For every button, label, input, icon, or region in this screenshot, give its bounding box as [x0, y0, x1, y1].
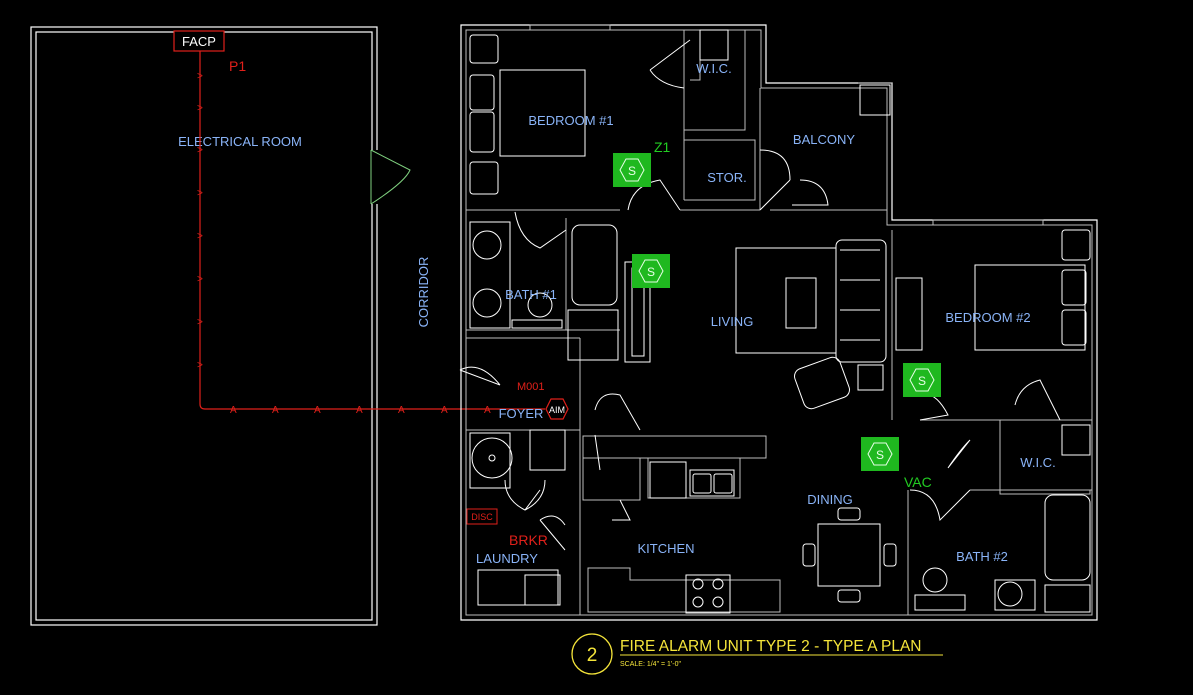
wire-marker: >	[197, 317, 203, 328]
wire-marker: A	[314, 405, 321, 416]
plan-scale: SCALE: 1/4" = 1'-0"	[620, 661, 681, 668]
smoke-detector: S	[613, 153, 651, 187]
electrical-room-label: ELECTRICAL ROOM	[178, 134, 302, 149]
corridor-label: CORRIDOR	[416, 257, 431, 328]
aim-module: AIM	[545, 398, 569, 420]
wire-marker: A	[398, 405, 405, 416]
room-labels: BEDROOM #1 W.I.C. BALCONY STOR. BATH #1 …	[476, 61, 1056, 566]
plan-number: 2	[587, 645, 598, 666]
disc-device: DISC	[466, 508, 498, 525]
smoke-detector-symbol: S	[918, 374, 926, 388]
fixtures	[469, 29, 1091, 614]
door-swings	[459, 39, 1061, 551]
disc-label: DISC	[471, 512, 493, 522]
wire-marker: A	[356, 405, 363, 416]
living-label: LIVING	[711, 314, 754, 329]
smoke-detector: S	[632, 254, 670, 288]
circuit-label: P1	[229, 58, 246, 74]
balcony-label: BALCONY	[793, 132, 855, 147]
wire-marker: >	[197, 103, 203, 114]
windows	[529, 24, 1091, 495]
title-block: 2 FIRE ALARM UNIT TYPE 2 - TYPE A PLAN S…	[571, 633, 943, 675]
wire-marker: >	[197, 274, 203, 285]
aim-label: AIM	[549, 405, 565, 415]
bedroom2-label: BEDROOM #2	[945, 310, 1030, 325]
facp-label: FACP	[182, 34, 216, 49]
foyer-label: FOYER	[499, 406, 544, 421]
wire-marker: A	[272, 405, 279, 416]
brkr-label: BRKR	[509, 532, 548, 548]
wire-marker: A	[230, 405, 237, 416]
wire-marker: >	[197, 360, 203, 371]
facp-panel: FACP	[173, 30, 225, 52]
stor-label: STOR.	[707, 170, 747, 185]
wic2-label: W.I.C.	[1020, 455, 1055, 470]
bath1-label: BATH #1	[505, 287, 557, 302]
wire-marker: >	[197, 71, 203, 82]
plan-title: FIRE ALARM UNIT TYPE 2 - TYPE A PLAN	[620, 638, 922, 655]
module-tag: M001	[517, 381, 545, 393]
zone-label: Z1	[654, 139, 671, 155]
wire-marker: A	[441, 405, 448, 416]
bedroom1-label: BEDROOM #1	[528, 113, 613, 128]
vac-label: VAC	[904, 474, 932, 490]
smoke-detector: S	[903, 363, 941, 397]
wic1-label: W.I.C.	[696, 61, 731, 76]
wire-marker: >	[197, 188, 203, 199]
laundry-label: LAUNDRY	[476, 551, 538, 566]
smoke-detector: S	[861, 437, 899, 471]
wire-marker: >	[197, 231, 203, 242]
smoke-detector-symbol: S	[647, 265, 655, 279]
wire-marker: A	[484, 405, 491, 416]
unit-walls	[460, 24, 1098, 621]
wire-marker: >	[197, 145, 203, 156]
dining-label: DINING	[807, 492, 853, 507]
alarm-circuit-wiring	[199, 51, 545, 410]
smoke-detector-symbol: S	[628, 164, 636, 178]
bath2-label: BATH #2	[956, 549, 1008, 564]
smoke-detector-symbol: S	[876, 448, 884, 462]
kitchen-label: KITCHEN	[637, 541, 694, 556]
electrical-room: ELECTRICAL ROOM	[30, 26, 411, 626]
